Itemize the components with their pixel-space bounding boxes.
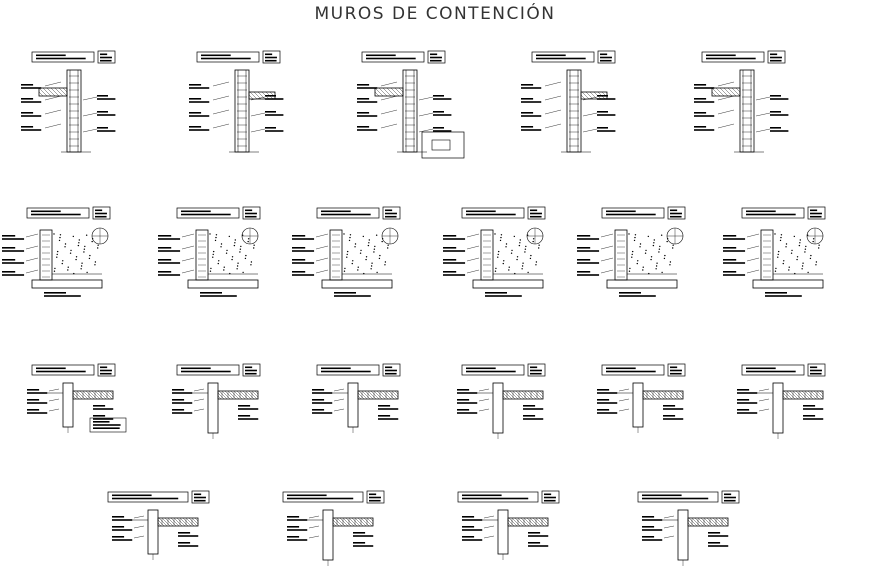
detail-drawing-r1-1	[21, 50, 116, 153]
page-title: MUROS DE CONTENCIÓN	[314, 4, 556, 24]
detail-drawing-r3-4	[457, 363, 546, 439]
detail-drawing-r4-4	[637, 490, 740, 566]
detail-inset-box	[421, 131, 465, 159]
detail-drawing-r3-3	[312, 363, 401, 433]
detail-drawing-r1-2	[189, 50, 284, 153]
detail-drawing-r1-5	[694, 50, 789, 153]
detail-drawing-r3-2	[172, 363, 261, 439]
detail-drawing-r2-4	[443, 206, 546, 297]
detail-drawing-r2-5	[577, 206, 686, 297]
detail-drawing-r4-2	[282, 490, 385, 566]
detail-drawing-r3-1	[27, 363, 116, 433]
detail-drawing-r2-3	[292, 206, 401, 297]
detail-drawing-r2-2	[158, 206, 261, 297]
detail-drawing-r3-6	[737, 363, 826, 439]
detail-drawing-r4-1	[107, 490, 210, 560]
detail-drawing-r1-4	[521, 50, 616, 153]
detail-drawing-r2-6	[723, 206, 826, 297]
note-box	[89, 417, 127, 433]
detail-drawing-r3-5	[597, 363, 686, 433]
detail-drawing-r1-3	[357, 50, 452, 153]
detail-drawing-r2-1	[2, 206, 111, 297]
detail-drawing-r4-3	[457, 490, 560, 560]
